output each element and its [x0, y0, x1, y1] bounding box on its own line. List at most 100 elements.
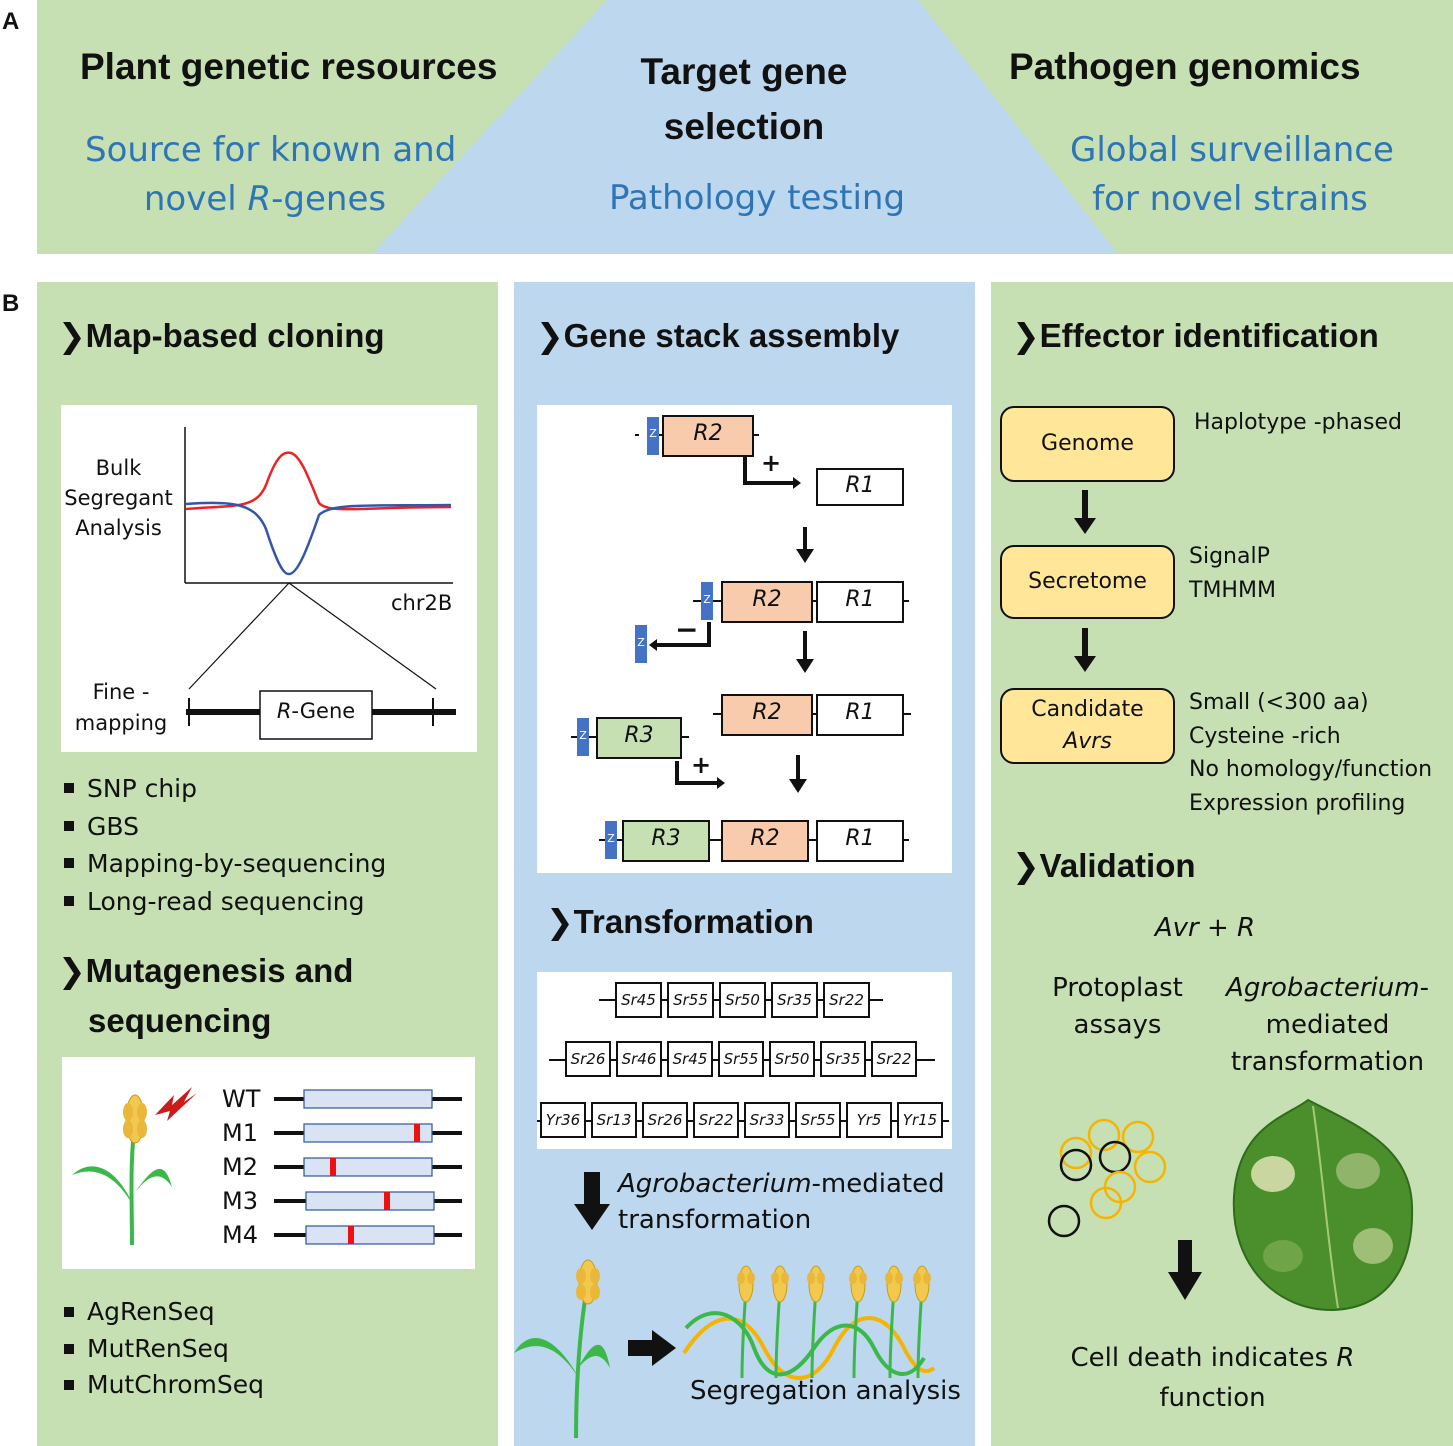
down-arrow-icon [1168, 1240, 1202, 1300]
list-item: Long-read sequencing [62, 883, 386, 921]
stack-gene-box: Sr45 [667, 1041, 713, 1077]
bsa-plot-box: Bulk Segregant Analysis chr2B Fine - map… [61, 405, 477, 752]
wheat-population-icon [682, 1265, 936, 1380]
z-marker-label: Z [703, 593, 711, 606]
chevron-right-icon: ❯ [58, 316, 86, 355]
gene-r1-label: R1 [845, 473, 875, 498]
stack-gene-box: Sr13 [591, 1102, 637, 1138]
mapping-methods-list: SNP chip GBS Mapping-by-sequencing Long-… [62, 770, 386, 920]
protoplast-cells-icon [1047, 1118, 1167, 1238]
mutant-label: M1 [222, 1119, 258, 1147]
stack-gene-box: Sr55 [667, 982, 714, 1018]
stack-gene-box: Sr22 [693, 1102, 739, 1138]
gene-body [305, 1225, 435, 1245]
z-marker-label: Z [649, 427, 657, 440]
stack-gene-box: Sr33 [744, 1102, 790, 1138]
gene-r3-label: R3 [624, 723, 654, 748]
list-item: MutRenSeq [62, 1331, 264, 1368]
plant-genetic-resources-subtitle: Source for known and novel R-genes [85, 130, 457, 219]
gene-body [305, 1191, 435, 1211]
stack-gene-box: Sr26 [642, 1102, 688, 1138]
cell-death-caption: Cell death indicates R function [1070, 1343, 1355, 1413]
pathology-testing-subtitle: Pathology testing [608, 178, 906, 218]
protoplast-assays-label: Protoplast assays [1052, 973, 1183, 1040]
single-wheat-plant-icon [514, 1259, 610, 1439]
down-arrow-icon [574, 1172, 610, 1230]
stack-gene-box: Yr36 [540, 1102, 586, 1138]
bsa-plot-graphic [184, 427, 456, 740]
stack-gene-box: Sr50 [719, 982, 766, 1018]
mutant-label: WT [222, 1085, 261, 1113]
pathogen-genomics-title: Pathogen genomics [1009, 46, 1361, 87]
z-marker-label: Z [579, 729, 587, 742]
list-item: SNP chip [62, 770, 386, 808]
transformation-heading: ❯Transformation [546, 902, 814, 941]
bsa-label: Bulk Segregant Analysis [64, 456, 173, 540]
gene-body [303, 1089, 433, 1109]
plant-genetic-resources-title: Plant genetic resources [80, 46, 498, 87]
mutation-marker [348, 1226, 354, 1244]
plus-sign: + [691, 751, 712, 779]
stack-gene-box: Sr50 [769, 1041, 815, 1077]
gene-r1-label: R1 [845, 587, 875, 612]
panel-a-background [37, 0, 1453, 254]
chevron-right-icon: ❯ [58, 951, 86, 990]
mutant-label: M2 [222, 1153, 258, 1181]
agro-mediated-label: Agrobacterium- mediated transformation [1226, 973, 1429, 1077]
gene-r2-label: R2 [752, 700, 782, 725]
down-arrow-icon [1074, 628, 1096, 672]
mutant-labels: WT M1 M2 M3 M4 [62, 1057, 475, 1269]
avr-r-label: Avr + R [1154, 913, 1256, 943]
stack-gene-box: Yr15 [897, 1102, 943, 1138]
wheat-plant-icon [72, 1094, 172, 1246]
plus-sign: + [761, 449, 782, 477]
gene-r2-label: R2 [693, 421, 723, 446]
right-arrow-icon [628, 1330, 676, 1366]
gene-stack-diagram-box: R2 R1 R2 R1 R2 R1 R3 R3 R2 R1 Z Z Z Z Z … [537, 405, 952, 873]
lightning-icon [155, 1087, 197, 1121]
sequencing-methods-list: AgRenSeq MutRenSeq MutChromSeq [62, 1294, 264, 1404]
stack-gene-box: Sr55 [795, 1102, 841, 1138]
mutant-diagram-graphic [72, 1087, 197, 1246]
z-marker-label: Z [637, 636, 645, 649]
z-marker-label: Z [607, 832, 615, 845]
stack-gene-box: Sr35 [771, 982, 818, 1018]
genome-notes: Haplotype -phased [1194, 410, 1402, 435]
pathogen-genomics-subtitle: Global surveillance for novel strains [1070, 130, 1394, 219]
gene-r1-label: R1 [845, 826, 875, 851]
panel-a-label: A [2, 8, 20, 35]
stack-gene-box: Sr45 [615, 982, 662, 1018]
agro-transformation-caption: Agrobacterium-mediated transformation [618, 1169, 945, 1235]
chevron-right-icon: ❯ [536, 316, 564, 355]
list-item: MutChromSeq [62, 1367, 264, 1404]
genome-box: Genome [1000, 406, 1175, 482]
candidate-avrs-box: Candidate Avrs [1000, 688, 1175, 764]
mutant-label: M3 [222, 1187, 258, 1215]
list-item: AgRenSeq [62, 1294, 264, 1331]
gene-r2-label: R2 [750, 826, 780, 851]
list-item: GBS [62, 808, 386, 846]
chromosome-label: chr2B [391, 591, 453, 615]
segregation-illustration [514, 1259, 936, 1439]
minus-sign: − [675, 613, 699, 646]
list-item: Mapping-by-sequencing [62, 845, 386, 883]
red-curve [185, 451, 452, 511]
validation-heading: ❯Validation [1012, 846, 1196, 885]
mutant-label: M4 [222, 1221, 258, 1249]
fine-mapping-label: Fine - mapping [74, 680, 168, 735]
r-gene-label: R-Gene [276, 699, 356, 723]
stack-gene-box: Sr26 [565, 1041, 611, 1077]
gene-stack-graphic [571, 415, 911, 862]
gene-r3-label: R3 [651, 826, 681, 851]
secretome-notes: SignalP TMHMM [1189, 544, 1276, 603]
gene-body [303, 1123, 433, 1143]
mutation-marker [384, 1192, 390, 1210]
blue-curve [185, 501, 452, 576]
down-arrow-icon [1074, 490, 1096, 534]
mutation-marker [414, 1124, 420, 1142]
gene-r1-label: R1 [845, 700, 875, 725]
leaf-image-icon [1232, 1098, 1414, 1312]
candidate-avrs-notes: Small (<300 aa) Cysteine -rich No homolo… [1189, 690, 1433, 816]
mutagenesis-heading: ❯Mutagenesis and sequencing [58, 951, 354, 1039]
